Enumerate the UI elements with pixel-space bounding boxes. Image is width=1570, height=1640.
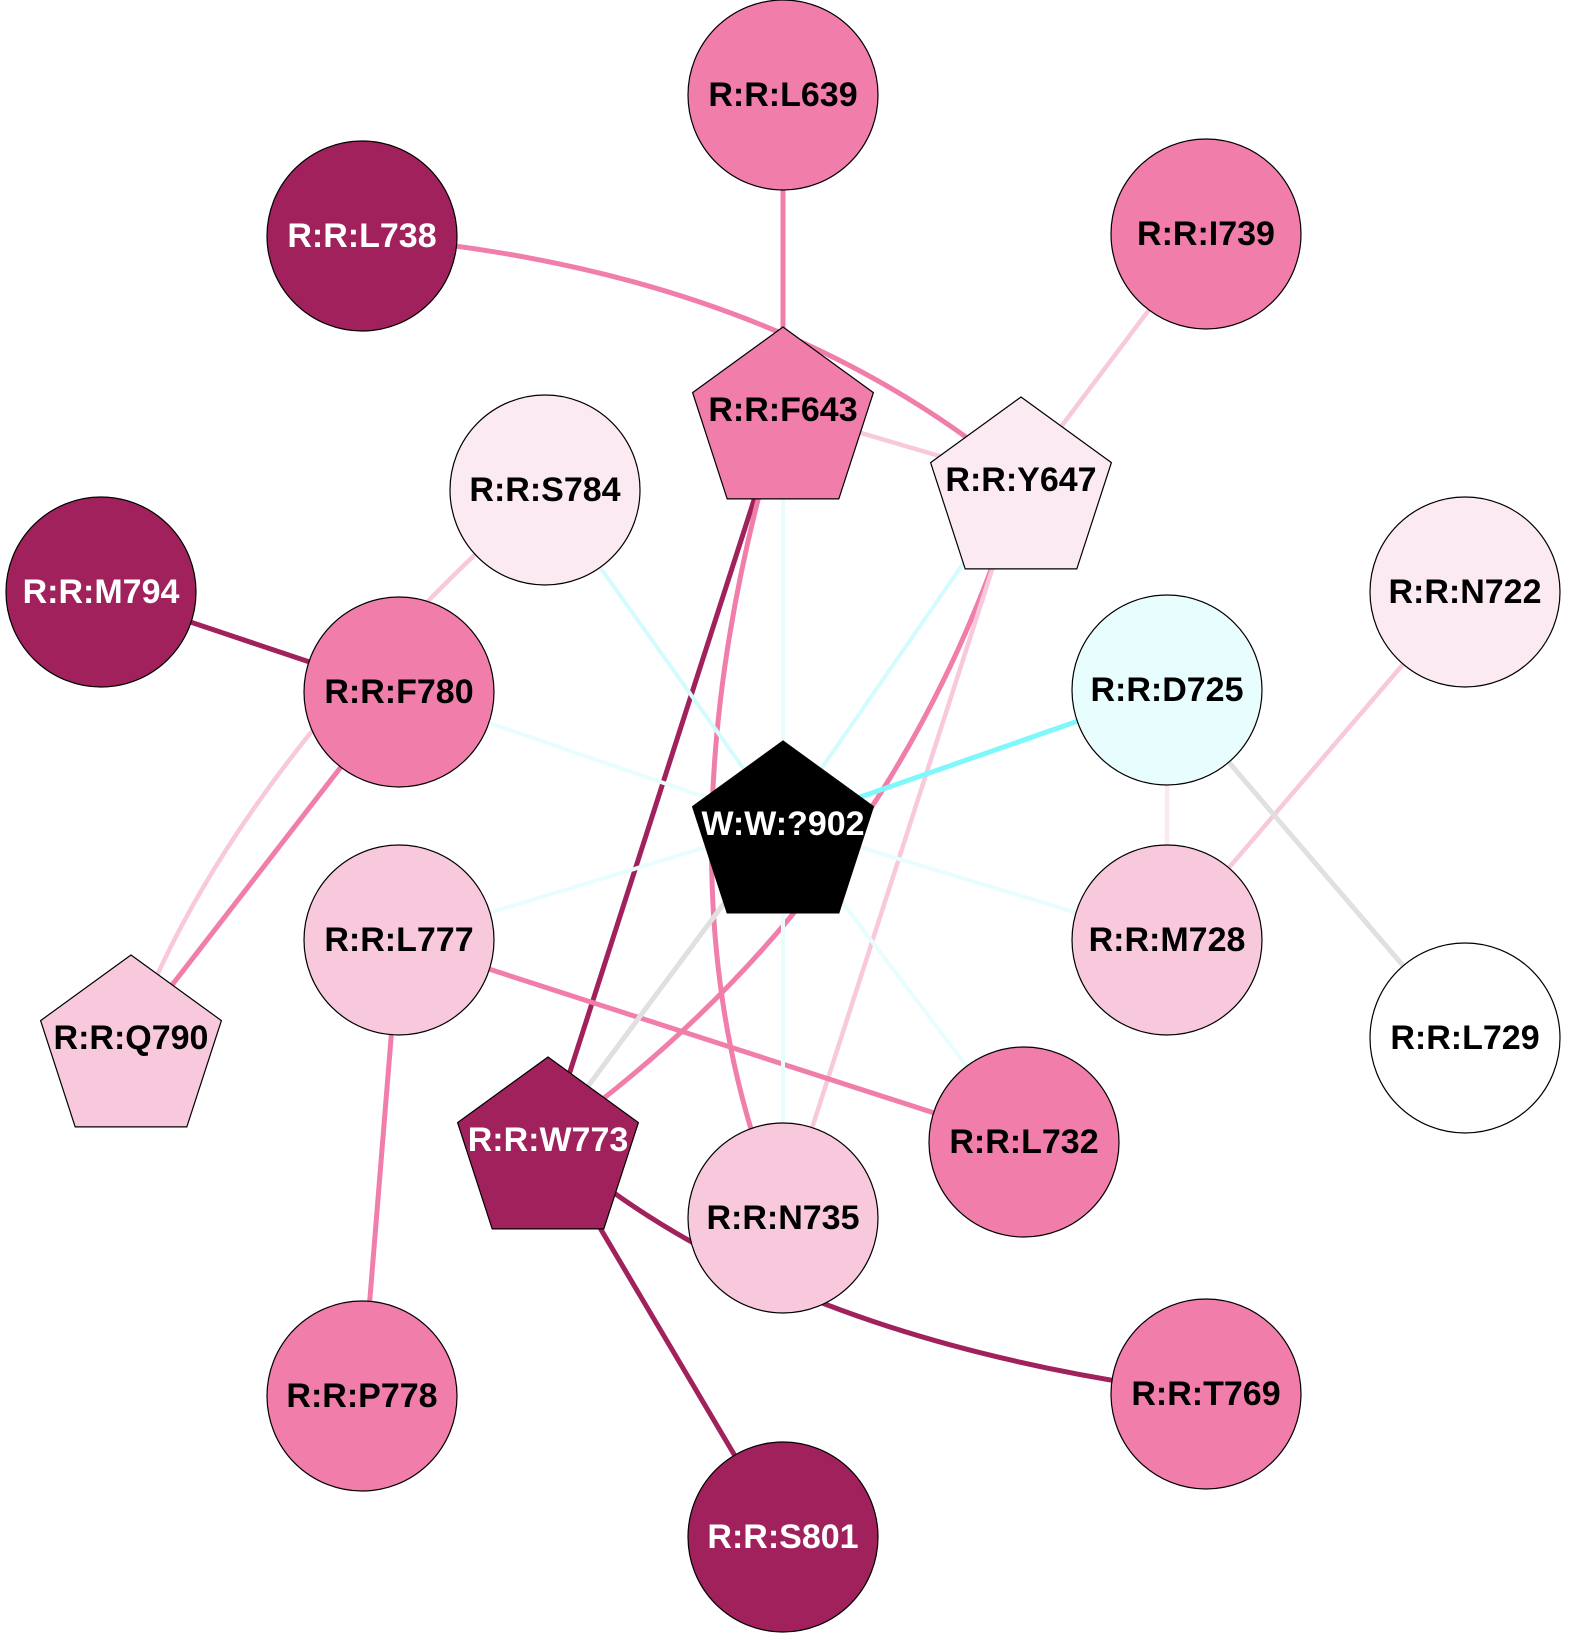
circle-node-shape — [449, 394, 641, 586]
edge-l777-l732 — [398, 937, 1025, 1145]
node-label: R:R:N722 — [1388, 573, 1541, 611]
node-label: R:R:I739 — [1137, 215, 1275, 253]
circle-node-shape — [1110, 138, 1302, 330]
node-d725: R:R:D725 — [1071, 594, 1263, 786]
node-p778: R:R:P778 — [266, 1300, 458, 1492]
node-label: R:R:L639 — [708, 76, 857, 114]
circle-node-shape — [266, 140, 458, 332]
node-l777: R:R:L777 — [303, 844, 495, 1036]
edge-f643-w773 — [545, 409, 786, 1141]
node-label: R:R:Y647 — [945, 461, 1096, 499]
node-label: R:R:S801 — [707, 1518, 858, 1556]
node-label: R:R:S784 — [469, 471, 620, 509]
circle-node-shape — [687, 1122, 879, 1314]
circle-node-shape — [928, 1046, 1120, 1238]
node-s784: R:R:S784 — [449, 394, 641, 586]
node-l732: R:R:L732 — [928, 1046, 1120, 1238]
node-label: R:R:F780 — [324, 673, 473, 711]
node-s801: R:R:S801 — [687, 1441, 879, 1633]
circle-node-shape — [687, 1441, 879, 1633]
node-l729: R:R:L729 — [1369, 942, 1561, 1134]
node-m794: R:R:M794 — [5, 496, 197, 688]
circle-node-shape — [1071, 594, 1263, 786]
node-l639: R:R:L639 — [687, 0, 879, 191]
circle-node-shape — [303, 844, 495, 1036]
node-i739: R:R:I739 — [1110, 138, 1302, 330]
node-label: R:R:W773 — [468, 1121, 629, 1159]
circle-node-shape — [1369, 942, 1561, 1134]
circle-node-shape — [266, 1300, 458, 1492]
edge-s784-q790 — [128, 488, 547, 1039]
circle-node-shape — [1110, 1298, 1302, 1490]
node-n722: R:R:N722 — [1369, 496, 1561, 688]
node-label: R:R:D725 — [1090, 671, 1243, 709]
node-f643: R:R:F643 — [691, 326, 875, 500]
pentagon-node-shape — [456, 1056, 640, 1230]
node-label: R:R:N735 — [706, 1199, 859, 1237]
edge-l738-y647 — [361, 233, 1023, 482]
node-y647: R:R:Y647 — [929, 396, 1113, 570]
node-label: R:R:L738 — [287, 217, 436, 255]
node-f780: R:R:F780 — [303, 596, 495, 788]
node-label: R:R:T769 — [1131, 1375, 1280, 1413]
node-label: R:R:M794 — [23, 573, 180, 611]
edge-y647-n735 — [780, 479, 1024, 1219]
node-label: R:R:Q790 — [54, 1019, 209, 1057]
circle-node-shape — [1369, 496, 1561, 688]
node-label: W:W:?902 — [701, 805, 864, 843]
node-label: R:R:M728 — [1089, 921, 1246, 959]
node-label: R:R:F643 — [708, 391, 857, 429]
node-q790: R:R:Q790 — [39, 954, 223, 1128]
circle-node-shape — [5, 496, 197, 688]
pentagon-node-shape — [691, 326, 875, 500]
node-m728: R:R:M728 — [1071, 844, 1263, 1036]
circle-node-shape — [687, 0, 879, 191]
node-label: R:R:P778 — [286, 1377, 437, 1415]
node-w773: R:R:W773 — [456, 1056, 640, 1230]
node-l738: R:R:L738 — [266, 140, 458, 332]
pentagon-node-shape — [691, 740, 875, 914]
pentagon-node-shape — [929, 396, 1113, 570]
node-label: R:R:L732 — [949, 1123, 1098, 1161]
node-w902: W:W:?902 — [691, 740, 875, 914]
node-n735: R:R:N735 — [687, 1122, 879, 1314]
node-label: R:R:L777 — [324, 921, 473, 959]
node-t769: R:R:T769 — [1110, 1298, 1302, 1490]
circle-node-shape — [303, 596, 495, 788]
circle-node-shape — [1071, 844, 1263, 1036]
pentagon-node-shape — [39, 954, 223, 1128]
node-label: R:R:L729 — [1390, 1019, 1539, 1057]
